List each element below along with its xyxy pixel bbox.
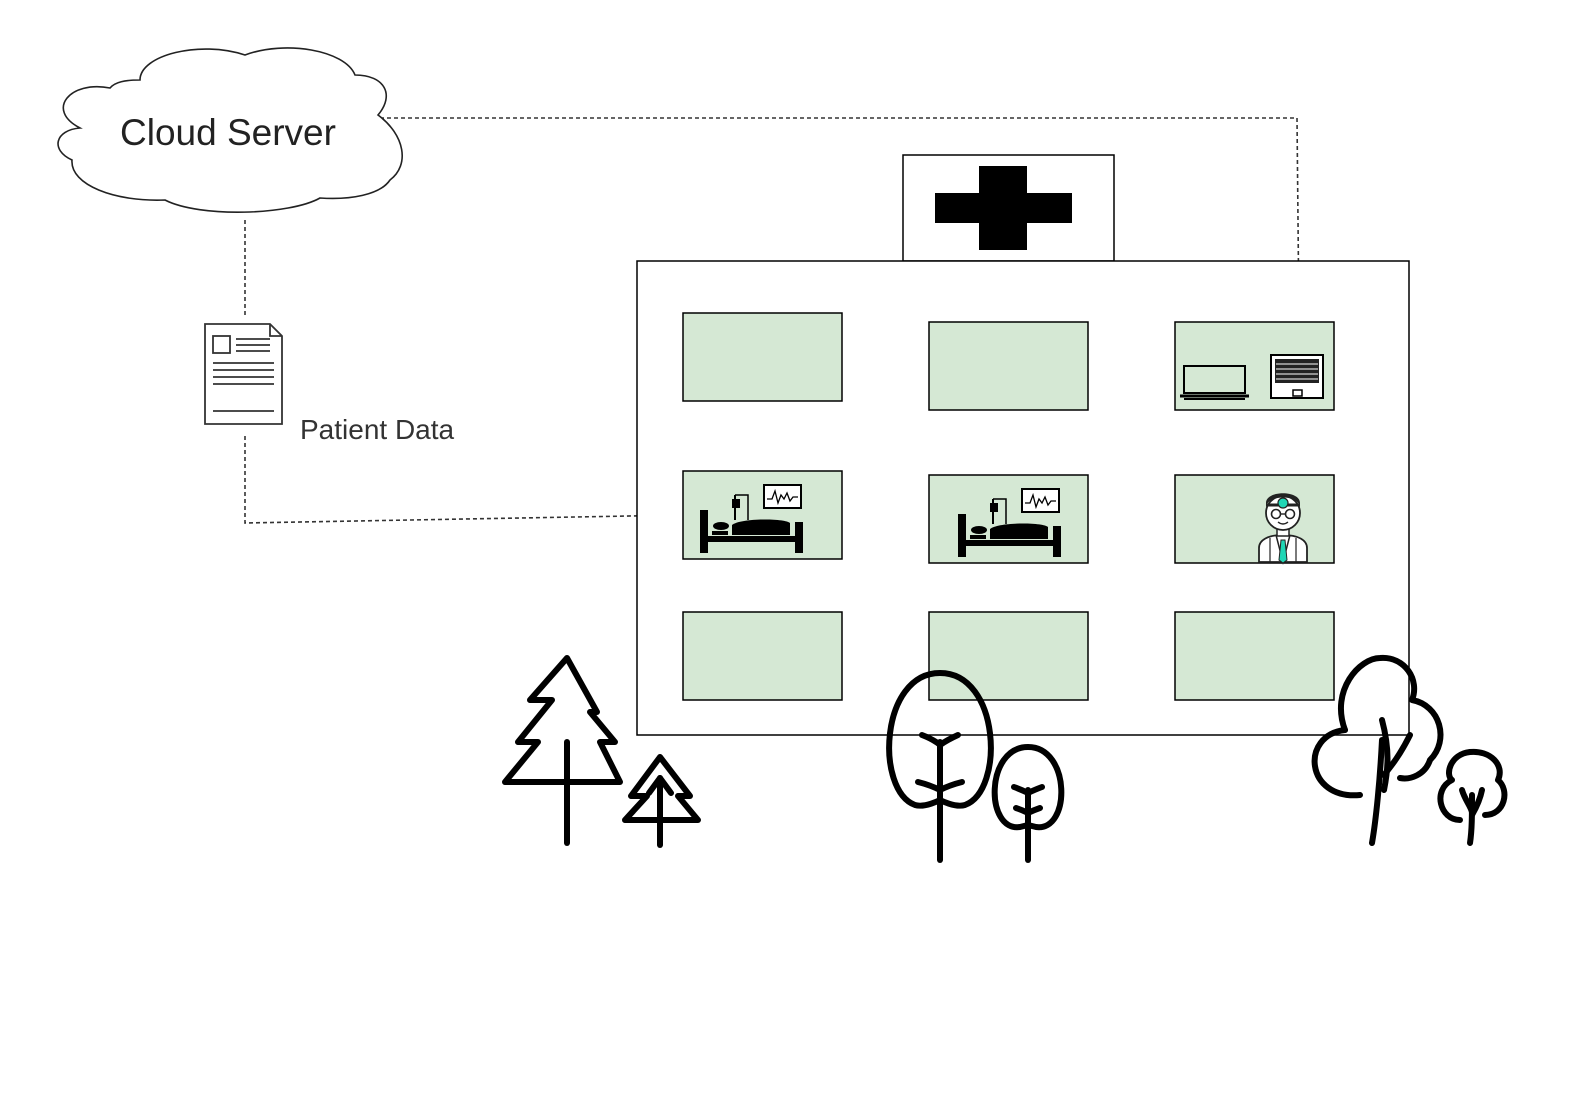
window-r1-c1 xyxy=(682,312,843,402)
window-r3-c3 xyxy=(1174,611,1335,701)
medical-cross-icon xyxy=(935,166,1072,250)
cloud-to-computer-connector xyxy=(380,117,1300,323)
cloud-server-label: Cloud Server xyxy=(120,112,336,153)
round-trees-icon xyxy=(886,670,1065,863)
leafy-trees-icon xyxy=(1311,654,1508,846)
pine-trees-icon xyxy=(502,655,701,848)
computer-icons xyxy=(1180,354,1324,400)
cloud-icon xyxy=(57,47,403,213)
monitor-icon xyxy=(1180,365,1249,400)
laptop-icon xyxy=(1270,354,1324,399)
connectors xyxy=(244,117,1300,524)
window-r2-c2 xyxy=(928,474,1089,564)
hospital-bed-icon xyxy=(700,484,803,553)
cloud-server xyxy=(57,47,403,213)
hospital-bed-icon xyxy=(958,488,1061,557)
window-r2-c3 xyxy=(1174,474,1335,564)
window-r2-c1 xyxy=(682,470,843,560)
document-to-bed-connector xyxy=(244,436,686,524)
patient-data-label: Patient Data xyxy=(300,414,455,445)
window-r1-c2 xyxy=(928,321,1089,411)
window-r3-c1 xyxy=(682,611,843,701)
hospital-building xyxy=(636,154,1410,736)
window-r3-c2 xyxy=(928,611,1089,701)
doctor-icon xyxy=(1258,493,1308,565)
document-icon xyxy=(204,323,283,425)
